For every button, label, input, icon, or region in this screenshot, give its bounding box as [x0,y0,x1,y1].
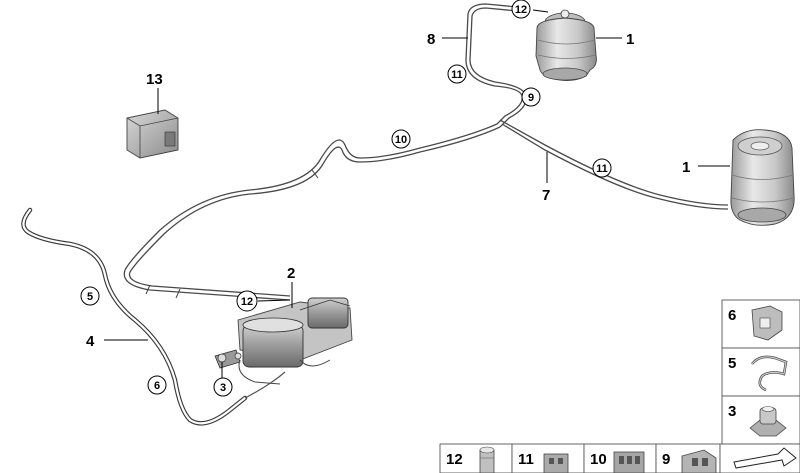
legend-cell-6: 6 [721,299,800,349]
legend-bottom-row: 12 11 10 9 [439,443,800,473]
svg-text:3: 3 [728,403,736,420]
circled-callout-5: 5 [80,286,100,306]
legend-cell-11: 11 [511,443,585,473]
legend-right-column: 6 5 3 [721,299,800,445]
svg-text:5: 5 [728,355,736,372]
svg-text:9: 9 [528,92,534,104]
leader-lines [104,9,730,378]
legend-cell-5: 5 [721,347,800,397]
circled-callout-3: 3 [213,377,233,397]
legend-cell-3: 3 [721,395,800,445]
svg-text:6: 6 [154,380,160,392]
circled-callout-9: 9 [521,87,541,107]
svg-text:9: 9 [662,451,670,468]
compressor-unit [214,297,353,385]
arrow-right-icon [733,447,797,469]
svg-text:11: 11 [518,451,534,468]
circled-callout-12-upper: 12 [511,0,531,19]
circled-callout-10: 10 [391,129,411,149]
air-spring-lower [730,129,795,226]
air-lines [123,3,729,301]
svg-text:10: 10 [590,451,607,468]
legend-cell-12: 12 [439,443,513,473]
svg-text:10: 10 [395,134,407,146]
circled-callout-12-lower: 12 [236,290,258,312]
svg-text:5: 5 [87,291,93,303]
callout-1-lower: 1 [682,159,690,176]
circled-callout-11-upper: 11 [447,64,467,84]
callout-8: 8 [427,31,435,48]
svg-text:12: 12 [241,296,253,308]
legend-cell-arrow [719,443,800,473]
svg-text:12: 12 [446,451,463,468]
svg-text:11: 11 [451,69,463,81]
svg-text:3: 3 [220,382,226,394]
air-spring-upper [535,9,597,81]
svg-text:11: 11 [596,163,608,175]
circled-callouts: 12 11 9 10 11 5 12 3 [80,0,612,397]
svg-text:6: 6 [728,307,736,324]
callout-2: 2 [287,265,295,282]
legend-cell-9: 9 [655,443,721,473]
circled-callout-6: 6 [147,375,167,395]
callout-4: 4 [86,333,95,350]
callout-13: 13 [146,71,163,88]
callout-1-upper: 1 [626,31,634,48]
svg-text:12: 12 [515,4,527,16]
control-module [126,109,179,159]
circled-callout-11-lower: 11 [592,158,612,178]
callout-7: 7 [542,187,550,204]
intake-hose [21,207,286,426]
legend-cell-10: 10 [583,443,657,473]
callout-labels: 1 1 2 4 7 8 13 [86,31,690,350]
